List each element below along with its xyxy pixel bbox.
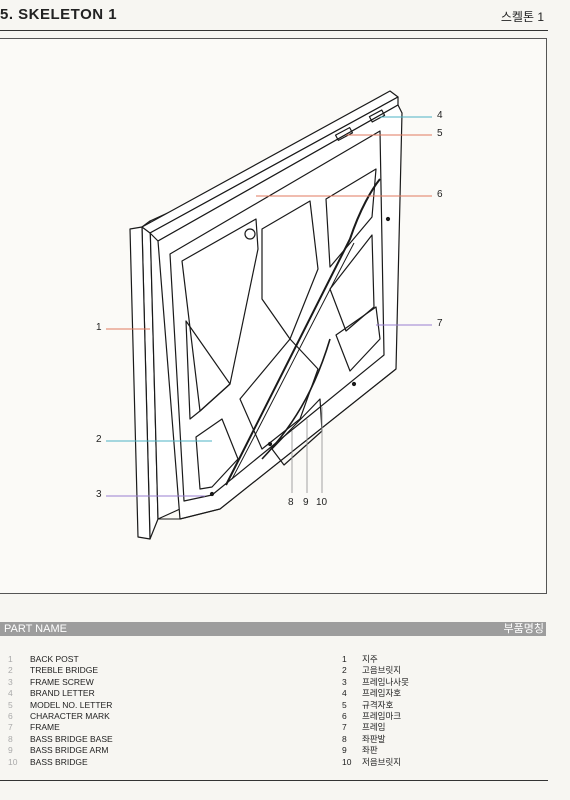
callout-7: 7	[437, 318, 443, 329]
callout-5: 5	[437, 128, 443, 139]
footer-divider	[0, 780, 548, 781]
parts-heading-bar: PART NAME 부품명칭	[0, 622, 546, 636]
parts-heading-english: PART NAME	[4, 623, 67, 635]
callout-4: 4	[437, 110, 443, 121]
callout-9: 9	[303, 497, 309, 508]
page-title-korean: 스켈톤 1	[500, 10, 544, 24]
piano-skeleton-diagram	[106, 90, 432, 540]
callout-10: 10	[316, 497, 328, 508]
page-title: 5. SKELETON 1	[0, 6, 118, 23]
callout-1: 1	[96, 322, 102, 333]
callout-6: 6	[437, 189, 443, 200]
callout-2: 2	[96, 434, 102, 445]
diagram-panel: 1 2 3 4 5 6 7 8 9 10	[0, 38, 547, 594]
parts-heading-korean: 부품명칭	[503, 623, 544, 635]
callout-8: 8	[288, 497, 294, 508]
callout-3: 3	[96, 489, 102, 500]
header-divider	[0, 30, 548, 31]
